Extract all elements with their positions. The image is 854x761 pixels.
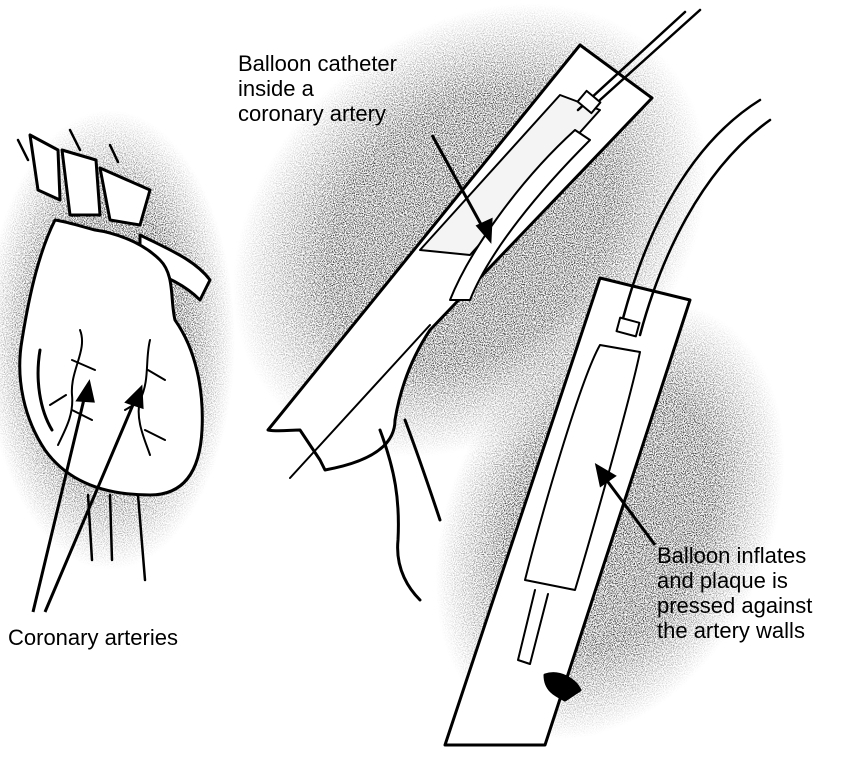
label-line: Coronary arteries: [8, 625, 178, 650]
label-coronary-arteries: Coronary arteries: [8, 625, 178, 650]
label-line: and plaque is: [657, 568, 812, 593]
label-line: Balloon inflates: [657, 543, 812, 568]
label-balloon-inflates: Balloon inflates and plaque is pressed a…: [657, 543, 812, 643]
label-line: Balloon catheter: [238, 51, 397, 76]
label-line: the artery walls: [657, 618, 812, 643]
label-line: inside a: [238, 76, 397, 101]
label-balloon-catheter: Balloon catheter inside a coronary arter…: [238, 51, 397, 126]
label-line: coronary artery: [238, 101, 397, 126]
label-line: pressed against: [657, 593, 812, 618]
